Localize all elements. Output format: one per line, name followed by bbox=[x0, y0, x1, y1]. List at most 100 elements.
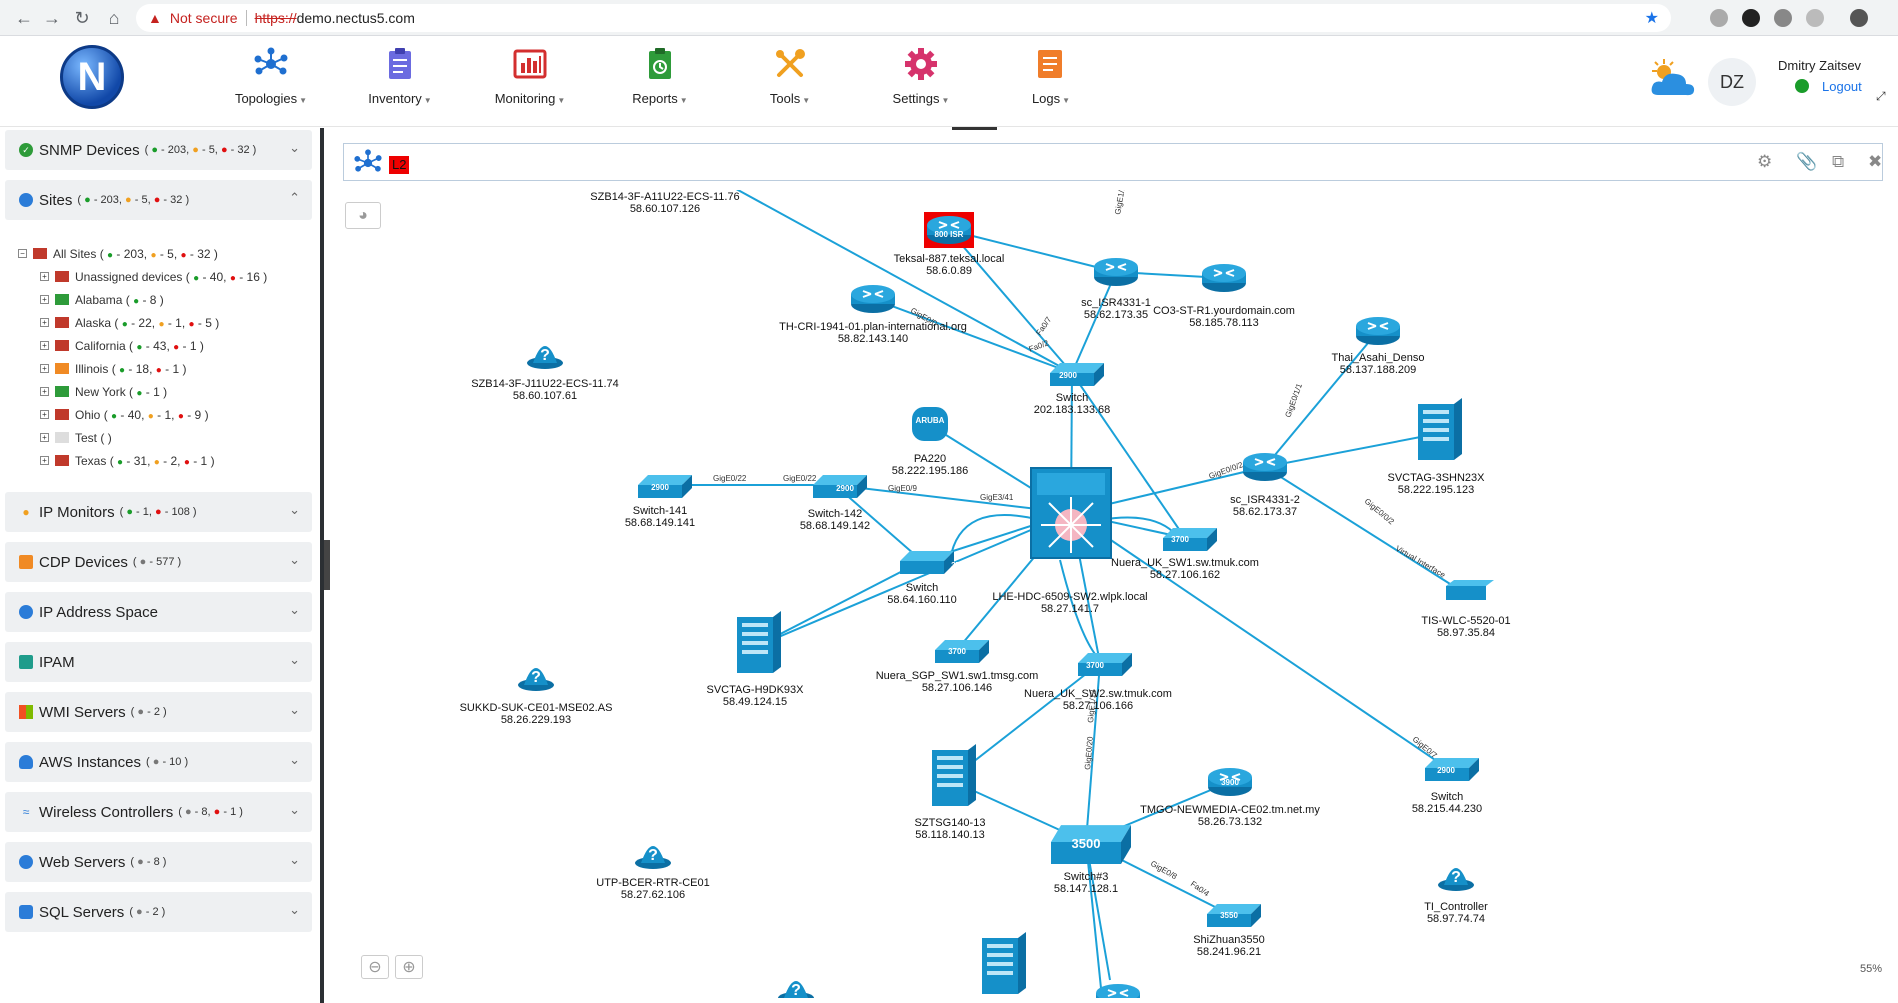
tree-item-ohio[interactable]: + Ohio ( ● - 40, ● - 1, ● - 9 ) bbox=[18, 403, 318, 426]
chevron-up-icon[interactable]: ⌃ bbox=[289, 190, 300, 205]
tree-item-new-york[interactable]: + New York ( ● - 1 ) bbox=[18, 380, 318, 403]
expand-icon[interactable]: + bbox=[40, 364, 49, 373]
switch-icon[interactable] bbox=[935, 640, 989, 663]
sidebar-divider[interactable] bbox=[320, 128, 324, 1003]
gear-icon[interactable]: ⚙ bbox=[1757, 152, 1773, 171]
expand-icon[interactable]: + bbox=[40, 272, 49, 281]
expand-icon[interactable]: + bbox=[40, 318, 49, 327]
chevron-down-icon[interactable]: ⌄ bbox=[289, 802, 300, 817]
bookmark-star-icon[interactable]: ★ bbox=[1644, 10, 1659, 27]
topology-link[interactable] bbox=[872, 298, 1073, 374]
node-name-label[interactable]: Nuera_UK_SW1.sw.tmuk.com bbox=[1111, 557, 1259, 569]
resize-handle[interactable] bbox=[324, 540, 330, 590]
core-icon[interactable] bbox=[1030, 467, 1112, 559]
server-icon[interactable] bbox=[982, 932, 1026, 994]
topology-link[interactable] bbox=[1085, 841, 1111, 981]
topology-link[interactable] bbox=[1071, 372, 1186, 539]
topology-link[interactable] bbox=[1085, 662, 1101, 843]
panel-sites[interactable]: Sites ( ● - 203, ● - 5, ● - 32 ) ⌃ bbox=[5, 180, 312, 220]
topology-link[interactable] bbox=[1070, 512, 1448, 769]
panel-sql-servers[interactable]: SQL Servers ( ● - 2 ) ⌄ bbox=[5, 892, 312, 932]
node-name-label[interactable]: Switch-142 bbox=[808, 508, 862, 520]
panel-web-servers[interactable]: Web Servers ( ● - 8 ) ⌄ bbox=[5, 842, 312, 882]
server-icon[interactable] bbox=[737, 611, 781, 673]
switch-icon[interactable] bbox=[1425, 758, 1479, 781]
router-red-icon[interactable] bbox=[924, 212, 974, 248]
node-name-label[interactable]: SZTSG140-13 bbox=[915, 817, 986, 829]
node-name-label[interactable]: TMGO-NEWMEDIA-CE02.tm.net.my bbox=[1140, 804, 1320, 816]
node-name-label[interactable]: TH-CRI-1941-01.plan-international.org bbox=[779, 321, 967, 333]
user-avatar[interactable]: DZ bbox=[1708, 58, 1756, 106]
chevron-down-icon[interactable]: ⌄ bbox=[289, 502, 300, 517]
switch-icon[interactable] bbox=[1050, 363, 1104, 386]
server-icon[interactable] bbox=[1418, 398, 1462, 460]
server-icon[interactable] bbox=[932, 744, 976, 806]
node-name-label[interactable]: Teksal-887.teksal.local bbox=[894, 253, 1005, 265]
panel-wmi-servers[interactable]: WMI Servers ( ● - 2 ) ⌄ bbox=[5, 692, 312, 732]
node-name-label[interactable]: Switch bbox=[1056, 392, 1088, 404]
expand-icon[interactable]: + bbox=[40, 387, 49, 396]
switch-icon[interactable] bbox=[900, 551, 954, 574]
node-name-label[interactable]: TI_Controller bbox=[1424, 901, 1488, 913]
router-icon[interactable] bbox=[851, 285, 895, 313]
router-icon[interactable] bbox=[1096, 984, 1140, 998]
panel-cdp-devices[interactable]: CDP Devices ( ● - 577 ) ⌄ bbox=[5, 542, 312, 582]
tree-item-illinois[interactable]: + Illinois ( ● - 18, ● - 1 ) bbox=[18, 357, 318, 380]
address-bar[interactable]: ▲ Not secure https:// demo.nectus5.com ★ bbox=[136, 4, 1671, 32]
node-name-label[interactable]: Thai_Asahi_Denso bbox=[1332, 352, 1425, 364]
router-icon[interactable] bbox=[1094, 258, 1138, 286]
expand-icon[interactable]: ⤢ bbox=[1876, 89, 1886, 103]
aruba-icon[interactable] bbox=[912, 407, 948, 441]
extension-icon[interactable] bbox=[1806, 9, 1824, 27]
tree-item-unassigned[interactable]: + Unassigned devices ( ● - 40, ● - 16 ) bbox=[18, 265, 318, 288]
expand-icon[interactable]: + bbox=[40, 295, 49, 304]
logout-link[interactable]: Logout bbox=[1822, 79, 1862, 94]
node-name-label[interactable]: Nuera_UK_SW2.sw.tmuk.com bbox=[1024, 688, 1172, 700]
switch-icon[interactable] bbox=[638, 475, 692, 498]
topology-link[interactable] bbox=[665, 190, 1073, 374]
expand-icon[interactable]: + bbox=[40, 456, 49, 465]
chevron-down-icon[interactable]: ⌄ bbox=[289, 902, 300, 917]
expand-icon[interactable]: + bbox=[40, 410, 49, 419]
menu-logs[interactable]: Logs▼ bbox=[996, 47, 1106, 106]
node-name-label[interactable]: SZB14-3F-J11U22-ECS-11.74 bbox=[471, 378, 619, 390]
layer-tag[interactable]: L2 bbox=[389, 156, 410, 174]
node-name-label[interactable]: Switch#3 bbox=[1064, 871, 1109, 883]
panel-wireless-controllers[interactable]: ≈ Wireless Controllers ( ● - 8, ● - 1 ) … bbox=[5, 792, 312, 832]
chevron-down-icon[interactable]: ⌄ bbox=[289, 552, 300, 567]
forward-icon[interactable]: → bbox=[43, 7, 61, 28]
node-name-label[interactable]: TIS-WLC-5520-01 bbox=[1421, 615, 1510, 627]
collapse-icon[interactable]: − bbox=[18, 249, 27, 258]
node-name-label[interactable]: SVCTAG-H9DK93X bbox=[707, 684, 805, 696]
node-name-label[interactable]: SVCTAG-3SHN23X bbox=[1388, 472, 1486, 484]
chevron-down-icon[interactable]: ⌄ bbox=[289, 752, 300, 767]
tree-item-california[interactable]: + California ( ● - 43, ● - 1 ) bbox=[18, 334, 318, 357]
node-name-label[interactable]: sc_ISR4331-1 bbox=[1081, 297, 1151, 309]
panel-snmp-devices[interactable]: ✓ SNMP Devices ( ● - 203, ● - 5, ● - 32 … bbox=[5, 130, 312, 170]
menu-monitoring[interactable]: Monitoring▼ bbox=[475, 47, 585, 106]
menu-inventory[interactable]: Inventory▼ bbox=[345, 47, 455, 106]
close-icon[interactable]: ✖ bbox=[1868, 152, 1883, 171]
node-name-label[interactable]: PA220 bbox=[914, 453, 946, 465]
topology-diagram[interactable]: ?????29002900290037003700370037002900350… bbox=[343, 190, 1891, 998]
menu-tools[interactable]: Tools▼ bbox=[735, 47, 845, 106]
expand-icon[interactable]: + bbox=[40, 433, 49, 442]
zoom-out-button[interactable]: ⊖ bbox=[361, 955, 389, 979]
home-icon[interactable]: ⌂ bbox=[108, 7, 120, 28]
router-icon[interactable] bbox=[1202, 264, 1246, 292]
topology-link[interactable] bbox=[754, 560, 923, 648]
reload-icon[interactable]: ↻ bbox=[74, 7, 90, 28]
router-icon[interactable] bbox=[1356, 317, 1400, 345]
node-name-label[interactable]: SUKKD-SUK-CE01-MSE02.AS bbox=[460, 702, 613, 714]
switch-icon[interactable] bbox=[1163, 528, 1217, 551]
node-name-label[interactable]: Switch-141 bbox=[633, 505, 687, 517]
switch-icon[interactable] bbox=[813, 475, 867, 498]
nectus-logo[interactable]: N bbox=[60, 45, 124, 109]
extension-icon[interactable] bbox=[1850, 9, 1868, 27]
node-name-label[interactable]: ShiZhuan3550 bbox=[1193, 934, 1265, 946]
menu-reports[interactable]: Reports▼ bbox=[605, 47, 715, 106]
panel-ip-address-space[interactable]: IP Address Space ⌄ bbox=[5, 592, 312, 632]
chevron-down-icon[interactable]: ⌄ bbox=[289, 652, 300, 667]
extension-icon[interactable] bbox=[1710, 9, 1728, 27]
